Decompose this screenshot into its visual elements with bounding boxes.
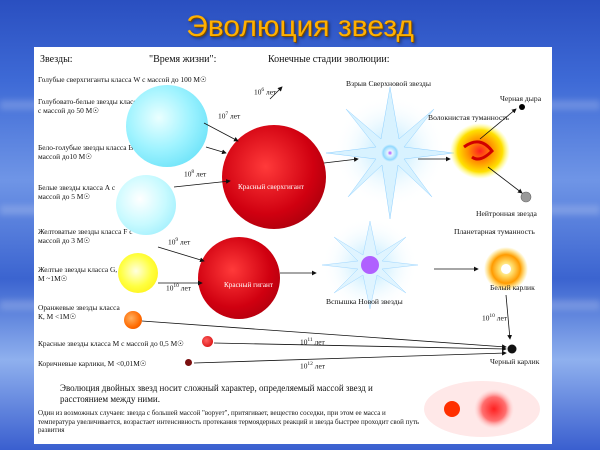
- lifetime-1e6: 106 лет: [254, 87, 277, 97]
- blue-supergiant-star: [126, 85, 208, 167]
- black-dwarf: [507, 344, 517, 354]
- star-class-b: Бело-голубые звезды класса В с массой до…: [38, 143, 139, 161]
- red-giant: [198, 237, 280, 319]
- nova-label: Вспышка Новой звезды: [326, 297, 403, 306]
- star-class-f: Желтоватые звезды класса F с массой до 3…: [38, 227, 133, 245]
- page-title: Эволюция звезд: [186, 10, 414, 43]
- arrows: [141, 108, 523, 364]
- fiber-nebula-filaments: [463, 140, 494, 161]
- binary-small-star: [444, 401, 460, 417]
- header-lifetime: "Время жизни":: [149, 54, 217, 65]
- lifetime-1e8: 108 лет: [184, 169, 207, 179]
- black-dwarf-label: Черный карлик: [490, 357, 540, 366]
- lifetime-1e9: 109 лет: [168, 237, 191, 247]
- white-dwarf: [501, 264, 511, 274]
- neutron-star: [520, 191, 532, 203]
- lifetime-1e10-white-dwarf: 1010 лет: [482, 313, 507, 323]
- black-hole-label: Черная дыра: [500, 94, 542, 103]
- black-hole: [519, 104, 525, 110]
- star-class-g: Желтые звезды класса G, M ~1M☉: [38, 265, 118, 283]
- binary-large-star: [474, 389, 514, 429]
- binary-evolution-detail: Один из возможных случаев: звезда с боль…: [38, 409, 420, 435]
- star-class-k: Оранжевые звезды класса К, M <1M☉: [38, 303, 120, 321]
- lifetime-1e11: 1011 лет: [300, 337, 325, 347]
- white-star: [116, 175, 176, 235]
- star-class-m: Красные звезды класса М с массой до 0,5 …: [38, 339, 184, 348]
- fiber-nebula-label: Волокнистая туманность: [428, 113, 510, 122]
- orange-star: [124, 311, 142, 329]
- red-giant-label: Красный гигант: [224, 281, 274, 289]
- supernova-label: Взрыв Сверхновой звезды: [346, 79, 432, 88]
- supernova-core: [380, 143, 400, 163]
- header-final-stages: Конечные стадии эволюции:: [268, 54, 390, 65]
- nova-core: [361, 256, 379, 274]
- diagram-graphics: [141, 86, 540, 437]
- star-class-a: Белые звезды класса А с массой до 5 M☉: [38, 183, 116, 201]
- star-class-w: Голубые сверхгиганты класса W с массой д…: [38, 75, 207, 84]
- star-class-brown-dwarf: Коричневые карлики, M <0,01M☉: [38, 359, 147, 368]
- white-dwarf-label: Белый карлик: [490, 283, 535, 292]
- lifetime-1e7: 107 лет: [218, 111, 241, 121]
- header-stars: Звезды:: [40, 54, 73, 65]
- brown-dwarf-star: [185, 359, 192, 366]
- planetary-nebula-label: Планетарная туманность: [454, 227, 535, 236]
- red-supergiant: [222, 125, 326, 229]
- red-dwarf-star: [202, 336, 213, 347]
- red-supergiant-label: Красный сверхгигант: [238, 183, 304, 191]
- neutron-star-label: Нейтронная звезда: [476, 209, 537, 218]
- arrow-supergiant-up: [269, 86, 283, 100]
- lifetime-1e12: 1012 лет: [300, 361, 325, 371]
- fiber-nebula: [450, 123, 510, 179]
- binary-evolution-summary: Эволюция двойных звезд носит сложный хар…: [60, 383, 373, 404]
- star-class-o: Голубовато-белые звезды класса О с массо…: [38, 97, 148, 115]
- yellow-star: [118, 253, 158, 293]
- diagram-panel: Звезды: "Время жизни": Конечные стадии э…: [34, 47, 552, 444]
- lifetime-1e10-g: 1010 лет: [166, 283, 191, 293]
